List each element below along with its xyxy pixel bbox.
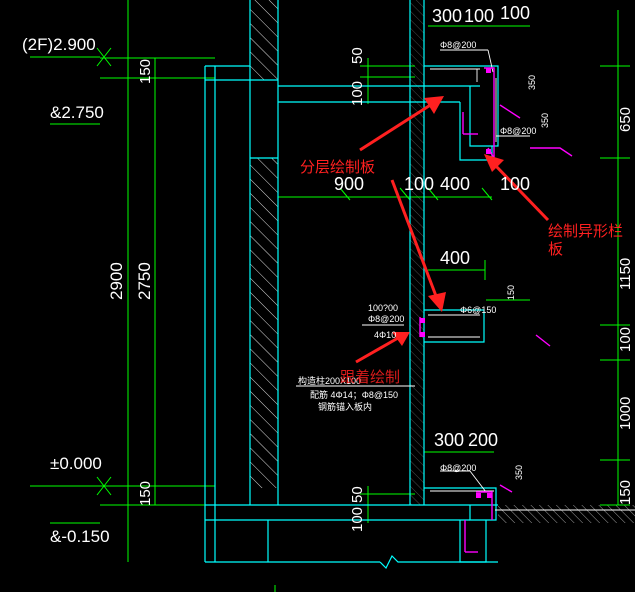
dim-350b: 350 xyxy=(540,113,550,128)
ground-hatch xyxy=(498,505,635,523)
dim-400-b: 400 xyxy=(440,248,470,268)
dim-650: 650 xyxy=(617,107,634,132)
dim-150-small: 150 xyxy=(506,285,516,300)
rebar-labels: Φ8@200 Φ8@200 Φ6@150 100?00 Φ8@200 4Φ10 … xyxy=(298,40,536,473)
dim-150-right: 150 xyxy=(617,480,634,505)
level-2750: &2.750 xyxy=(50,103,104,122)
dim-2900: 2900 xyxy=(107,262,126,300)
rebar-label-7: Φ8@200 xyxy=(440,463,476,473)
annotation-odd-rail-2: 板 xyxy=(548,240,563,258)
dim-150-left: 150 xyxy=(137,59,154,84)
dim-d300: 300 xyxy=(434,430,464,450)
dim-1150: 1150 xyxy=(617,258,634,290)
dim-100-left-mid: 100 xyxy=(349,81,366,106)
annotation-overlap: 跟着绘制 xyxy=(340,368,400,386)
rebar-dots xyxy=(420,68,492,498)
dim-350a: 350 xyxy=(527,75,537,90)
dim-900: 900 xyxy=(334,174,364,194)
annotation-odd-rail-1: 绘制异形栏 xyxy=(548,222,623,240)
dim-50-top: 50 xyxy=(349,47,366,64)
dim-150-bot: 150 xyxy=(137,481,154,506)
wall-hatch-mid xyxy=(250,158,278,488)
green-lines xyxy=(30,0,630,592)
dim-1000: 1000 xyxy=(617,397,634,430)
column-note-1: 构造柱200X100 xyxy=(298,375,361,386)
dimension-labels: 300 100 100 300 200 900 100 400 100 400 … xyxy=(22,3,634,546)
dim-100-mid: 100 xyxy=(404,174,434,194)
dim-2750: 2750 xyxy=(135,262,154,300)
dim-400-a: 400 xyxy=(440,174,470,194)
white-lines xyxy=(296,49,635,511)
dim-100-c: 100 xyxy=(500,174,530,194)
dim-top-100a: 100 xyxy=(464,6,494,26)
annotation-layered-slab: 分层绘制板 xyxy=(300,158,375,176)
red-annotations: 分层绘制板 绘制异形栏 板 跟着绘制 xyxy=(300,158,623,386)
cyan-structure xyxy=(204,0,499,570)
wall-hatch-upper xyxy=(250,0,278,80)
dim-50-bot: 50 xyxy=(349,486,366,503)
rebar-label-5: Φ8@200 xyxy=(368,314,404,324)
dim-100-right: 100 xyxy=(617,327,634,352)
dim-d200: 200 xyxy=(468,430,498,450)
rebar-label-4: 100?00 xyxy=(368,303,398,313)
level-m150: &-0.150 xyxy=(50,527,110,546)
column-hatch xyxy=(410,0,424,505)
column-note-2: 配筋 4Φ14；Φ8@150 xyxy=(310,389,398,400)
level-2f: (2F)2.900 xyxy=(22,35,96,54)
level-000: ±0.000 xyxy=(50,454,102,473)
dim-top-100b: 100 xyxy=(500,3,530,23)
rebar-label-3: Φ6@150 xyxy=(460,305,496,315)
column-note-3: 钢筋锚入板内 xyxy=(318,401,372,412)
dim-top-300: 300 xyxy=(432,6,462,26)
red-arrows xyxy=(355,96,550,364)
dim-350c: 350 xyxy=(514,465,524,480)
rebar-label-2: Φ8@200 xyxy=(500,126,536,136)
dim-100-bot: 100 xyxy=(349,507,366,532)
rebar-label-1: Φ8@200 xyxy=(440,40,476,50)
rebar-label-6: 4Φ10 xyxy=(374,330,396,340)
